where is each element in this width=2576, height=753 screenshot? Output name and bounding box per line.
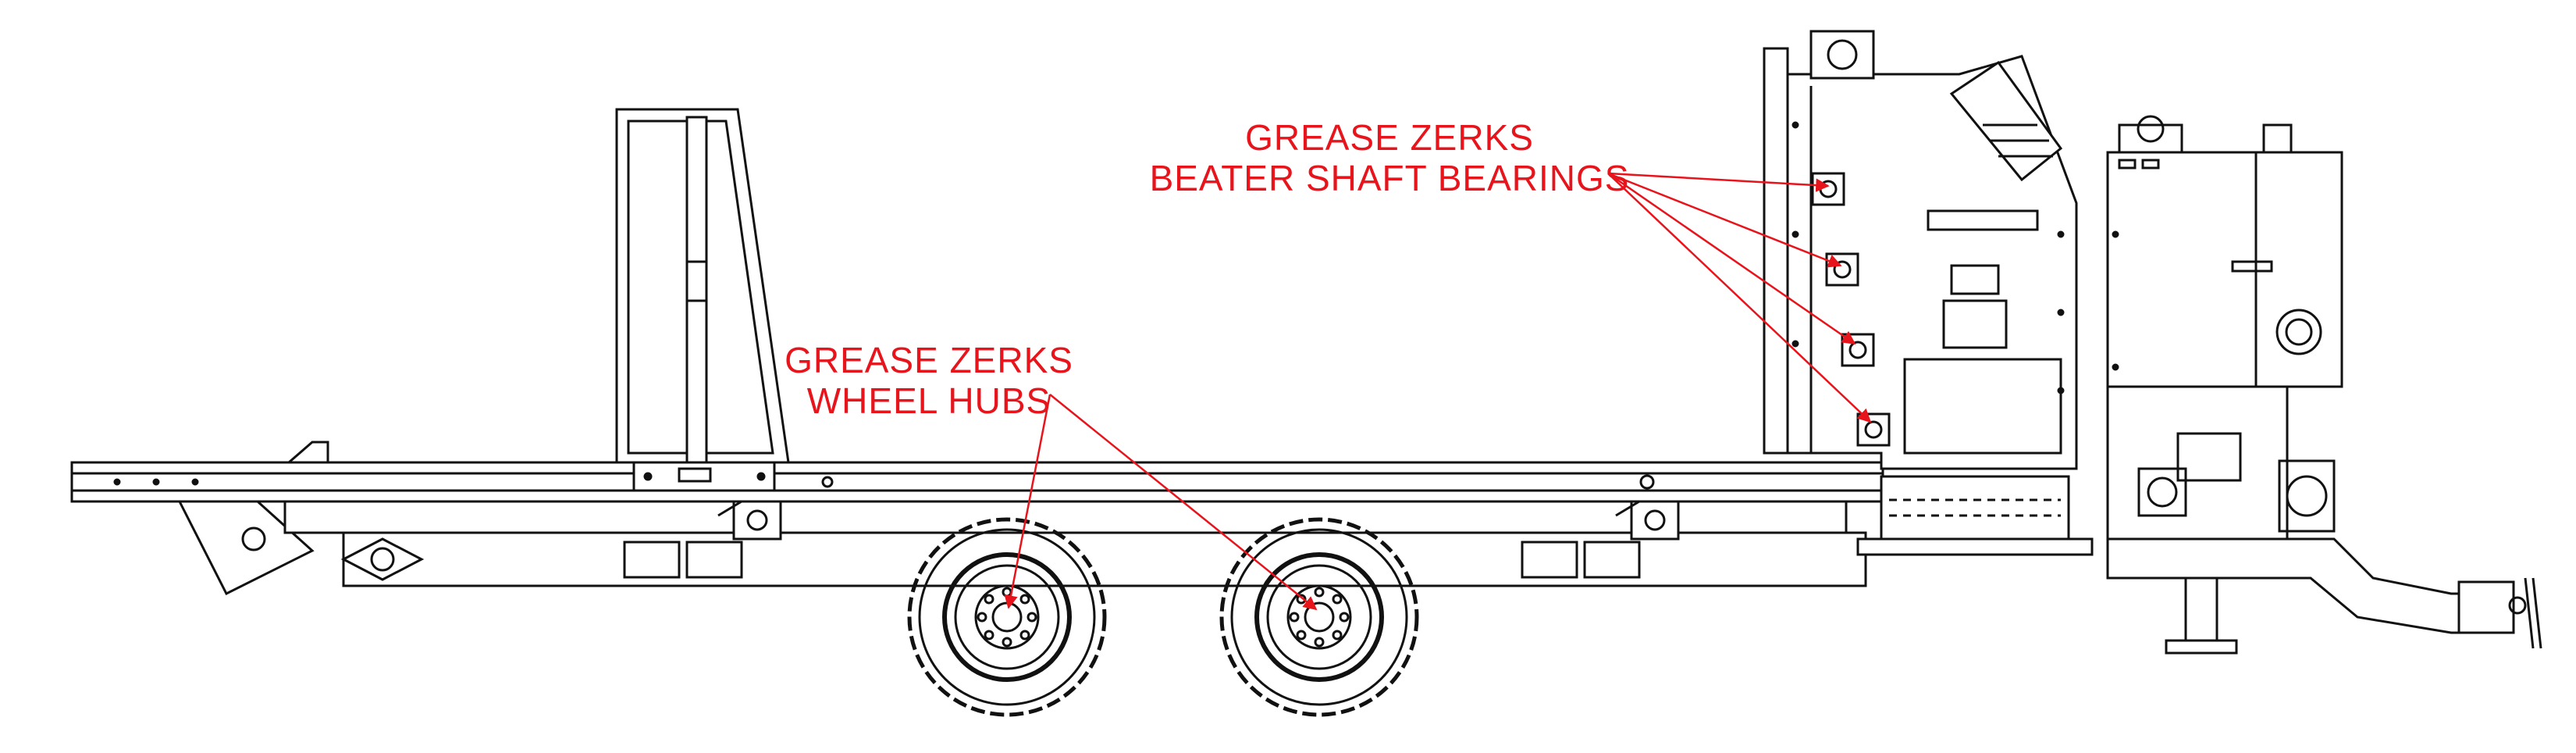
- callout-bearings-line1: GREASE ZERKS: [1245, 117, 1534, 158]
- callout-bearings-line2: BEATER SHAFT BEARINGS: [1149, 158, 1630, 198]
- callout-hubs-line2: WHEEL HUBS: [806, 380, 1051, 421]
- bale-rack: [615, 108, 790, 492]
- chassis-beam: [283, 500, 1867, 587]
- power-unit: [2106, 115, 2343, 544]
- callout-hubs-line1: GREASE ZERKS: [785, 340, 1073, 380]
- callout-hubs: GREASE ZERKS WHEEL HUBS: [781, 340, 1077, 421]
- step-platform: [1856, 475, 2094, 556]
- beater-housing: [1763, 30, 2078, 470]
- deck-frame: [70, 441, 1884, 596]
- callout-leaders: [1004, 172, 1872, 611]
- callout-bearings: GREASE ZERKS BEATER SHAFT BEARINGS: [1147, 117, 1631, 198]
- wheel-rear: [1219, 517, 1419, 717]
- wheel-front: [907, 517, 1107, 717]
- hitch-tongue: [2106, 537, 2542, 655]
